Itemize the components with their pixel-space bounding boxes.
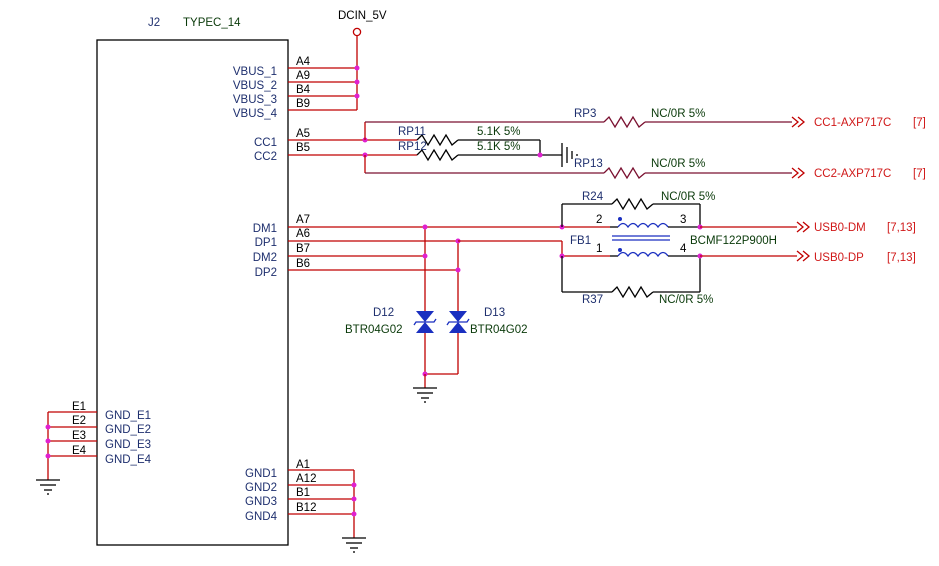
fb1-part: BCMF122P900H [690, 235, 777, 247]
pin-number: B1 [296, 487, 310, 499]
rp12-value: 5.1K 5% [477, 141, 520, 153]
connector-right-pin-numbers: A4 A9 B4 B9 A5 B5 A7 A6 B7 B6 A1 A12 B1 … [296, 56, 316, 514]
gnd-net [288, 469, 366, 553]
fb1-pin2: 2 [596, 214, 602, 226]
pin-name: DP1 [255, 237, 277, 249]
svg-text:[7,13]: [7,13] [887, 252, 916, 264]
fb1-pin3: 3 [680, 214, 686, 226]
pin-name: GND_E3 [105, 439, 151, 451]
pin-name: DP2 [255, 267, 277, 279]
svg-text:CC2-AXP717C: CC2-AXP717C [814, 168, 891, 180]
rp11-ref: RP11 [398, 126, 426, 138]
pin-number: E1 [72, 401, 86, 413]
rp12-ref: RP12 [398, 141, 427, 153]
cc2-net-label: CC2-AXP717C [7] [791, 167, 926, 180]
rp13-value: NC/0R 5% [651, 158, 705, 170]
d12-part: BTR04G02 [345, 324, 403, 336]
pin-number: A7 [296, 214, 310, 226]
pin-name: VBUS_2 [233, 80, 277, 92]
esd-diode-d12 [413, 311, 437, 374]
pin-number: B5 [296, 142, 310, 154]
svg-text:USB0-DM: USB0-DM [814, 222, 866, 234]
pin-number: E3 [72, 430, 86, 442]
svg-text:USB0-DP: USB0-DP [814, 252, 864, 264]
vbus-net [288, 27, 362, 111]
pin-name: CC2 [254, 151, 277, 163]
pin-name: CC1 [254, 137, 277, 149]
pin-number: B4 [296, 84, 311, 96]
pin-number: A12 [296, 473, 316, 485]
pin-number: B7 [296, 243, 310, 255]
r37-value: NC/0R 5% [659, 294, 713, 306]
svg-text:[7]: [7] [913, 168, 926, 180]
esd-diode-d13 [446, 311, 470, 374]
power-label: DCIN_5V [338, 10, 387, 22]
d13-part: BTR04G02 [470, 324, 528, 336]
pin-name: GND4 [245, 511, 278, 523]
pin-number: E2 [72, 415, 86, 427]
ground-symbol-diodes [413, 374, 437, 403]
pin-number: B12 [296, 502, 316, 514]
pin-name: DM1 [253, 223, 277, 235]
pin-name: VBUS_1 [233, 66, 277, 78]
fb1-ref: FB1 [570, 235, 591, 247]
svg-text:CC1-AXP717C: CC1-AXP717C [814, 117, 891, 129]
usb-data-net [288, 197, 797, 301]
pin-name: GND_E1 [105, 410, 151, 422]
pin-name: GND_E4 [105, 454, 152, 466]
rp11-value: 5.1K 5% [477, 126, 520, 138]
fb1-pin1: 1 [596, 243, 602, 255]
connector-right-pins: VBUS_1 VBUS_2 VBUS_3 VBUS_4 CC1 CC2 DM1 … [233, 66, 278, 523]
connector-left-pins: GND_E1 GND_E2 GND_E3 GND_E4 E1 E2 E3 E4 [72, 401, 152, 466]
svg-text:[7]: [7] [913, 117, 926, 129]
pin-name: GND2 [245, 482, 277, 494]
pin-number: B9 [296, 98, 310, 110]
pin-number: A5 [296, 128, 310, 140]
pin-name: DM2 [253, 252, 277, 264]
d13-ref: D13 [484, 307, 505, 319]
pin-number: A4 [296, 56, 311, 68]
pin-number: A6 [296, 228, 310, 240]
connector-body [96, 39, 289, 546]
pin-number: A9 [296, 70, 310, 82]
pin-name: GND_E2 [105, 424, 151, 436]
rp3-ref: RP3 [574, 108, 596, 120]
power-port-circle [352, 27, 362, 37]
cc1-net-label: CC1-AXP717C [7] [791, 116, 926, 129]
pin-name: GND3 [245, 496, 277, 508]
pin-name: VBUS_3 [233, 94, 277, 106]
usb-dp-net-label: USB0-DP [7,13] [796, 250, 916, 264]
rp3-value: NC/0R 5% [651, 108, 705, 120]
r24-value: NC/0R 5% [661, 191, 715, 203]
usb-dm-net-label: USB0-DM [7,13] [796, 221, 916, 234]
pin-number: A1 [296, 459, 310, 471]
cc-net [288, 115, 792, 180]
rp13-ref: RP13 [574, 158, 603, 170]
r24-ref: R24 [582, 191, 604, 203]
connector-part: TYPEC_14 [183, 17, 241, 29]
pin-name: GND1 [245, 468, 277, 480]
connector-ref: J2 [148, 17, 160, 29]
svg-text:[7,13]: [7,13] [887, 222, 916, 234]
pin-number: B6 [296, 258, 310, 270]
r37-ref: R37 [582, 294, 603, 306]
d12-ref: D12 [373, 307, 394, 319]
fb1-pin4: 4 [680, 243, 687, 255]
gnd-e-net [36, 411, 97, 495]
pin-number: E4 [72, 445, 87, 457]
pin-name: VBUS_4 [233, 108, 278, 120]
